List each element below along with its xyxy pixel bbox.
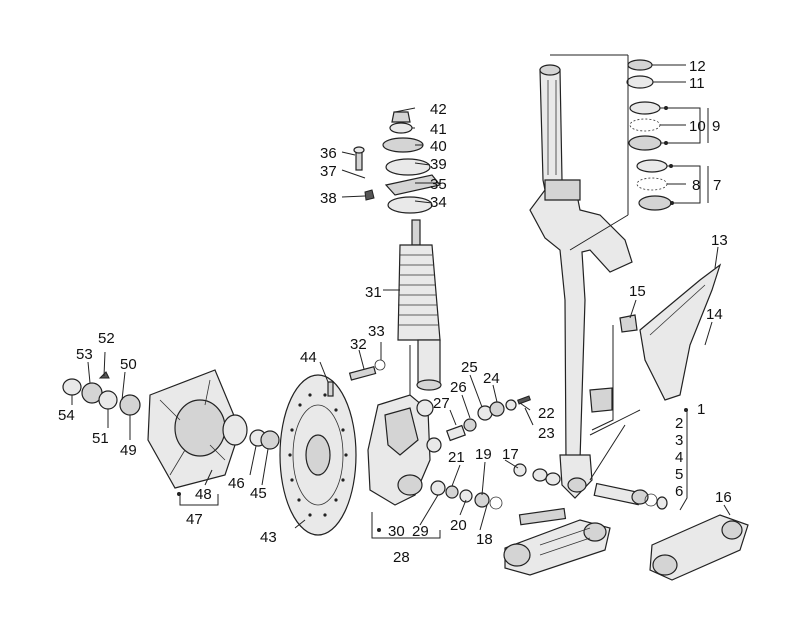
label-8: 8 [692,177,700,194]
label-5: 5 [675,466,683,483]
label-33: 33 [368,323,385,340]
label-54: 54 [58,407,75,424]
label-22: 22 [538,405,555,422]
label-41: 41 [430,121,447,138]
label-32: 32 [350,336,367,353]
label-14: 14 [706,306,723,323]
pin-parts [430,395,531,510]
label-21: 21 [448,449,465,466]
brake-disc [279,374,357,536]
label-15: 15 [629,283,646,300]
label-46: 46 [228,475,245,492]
group-bullets [177,106,688,532]
label-20: 20 [450,517,467,534]
label-31: 31 [365,284,382,301]
label-13: 13 [711,232,728,249]
fork-arm-17 [503,463,611,576]
label-16: 16 [715,489,732,506]
label-48: 48 [195,486,212,503]
label-3: 3 [675,432,683,449]
label-1: 1 [697,401,705,418]
label-30: 30 [388,523,405,540]
wheel-hub [147,369,248,489]
label-47: 47 [186,511,203,528]
part-number-labels: 12 11 10 9 8 7 13 14 15 1 2 3 4 5 6 16 1… [58,58,732,566]
label-35: 35 [430,176,447,193]
label-18: 18 [476,531,493,548]
label-34: 34 [430,194,447,211]
label-28: 28 [393,549,410,566]
shock-absorber [353,111,442,421]
label-23: 23 [538,425,555,442]
label-10: 10 [689,118,706,135]
label-42: 42 [430,101,447,118]
label-36: 36 [320,145,337,162]
label-9: 9 [712,118,720,135]
label-19: 19 [475,446,492,463]
axle-kit [589,409,688,511]
label-40: 40 [430,138,447,155]
mudguard [591,263,722,431]
label-50: 50 [120,356,137,373]
label-2: 2 [675,415,683,432]
label-53: 53 [76,346,93,363]
label-51: 51 [92,430,109,447]
label-26: 26 [450,379,467,396]
label-39: 39 [430,156,447,173]
label-45: 45 [250,485,267,502]
link-arm-16 [649,514,749,581]
label-17: 17 [502,446,519,463]
label-24: 24 [483,370,500,387]
leader-lines [71,64,731,539]
label-52: 52 [98,330,115,347]
label-7: 7 [713,177,721,194]
label-29: 29 [412,523,429,540]
label-4: 4 [675,449,683,466]
label-27: 27 [433,395,450,412]
steering-tube [529,64,633,499]
label-38: 38 [320,190,337,207]
hub-support [348,359,442,506]
label-12: 12 [689,58,706,75]
label-6: 6 [675,483,683,500]
label-44: 44 [300,349,317,366]
label-49: 49 [120,442,137,459]
label-11: 11 [689,75,705,92]
label-43: 43 [260,529,277,546]
label-37: 37 [320,163,337,180]
label-25: 25 [461,359,478,376]
